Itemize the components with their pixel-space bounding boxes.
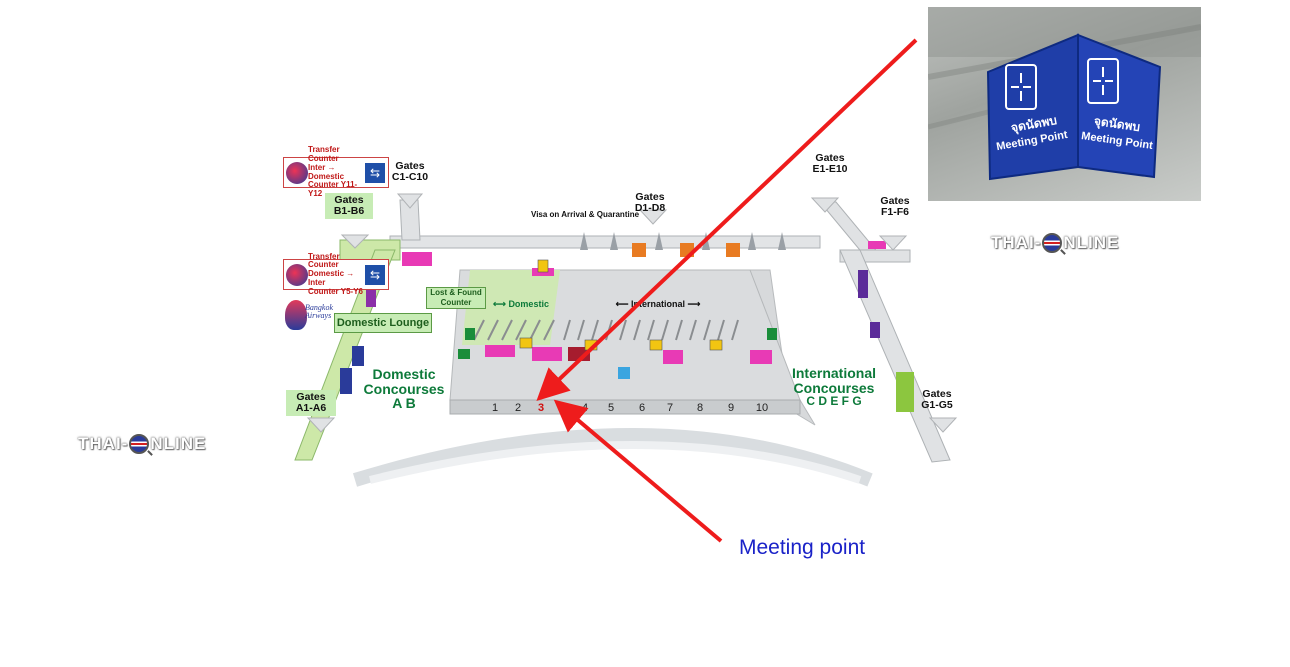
door-number: 7 (666, 402, 674, 414)
watermark-globe-icon (1042, 233, 1063, 253)
airline-logo-icon (286, 161, 308, 184)
block-purple-1 (366, 285, 376, 307)
block-magenta-4 (532, 347, 562, 361)
door-number: 2 (514, 402, 522, 414)
transfer-icon: ⇆ (365, 162, 385, 183)
block-blue-2 (352, 346, 364, 366)
domestic-bays (473, 319, 555, 341)
block-magenta-5 (663, 350, 683, 364)
door-number: 5 (607, 402, 615, 414)
block-lime (896, 372, 914, 412)
transfer-icon: ⇆ (365, 264, 385, 285)
terminal-map (270, 150, 960, 540)
info-icon (618, 367, 630, 379)
block-magenta-7 (868, 241, 886, 249)
block-blue-1 (340, 368, 352, 394)
watermark-globe-icon (129, 434, 150, 454)
airline-logo-icon (286, 263, 308, 286)
door-number-active: 3 (537, 402, 545, 414)
meeting-point-label: Meeting point (739, 536, 866, 559)
block-green-1 (458, 349, 470, 359)
block-purple-3 (870, 322, 880, 338)
block-purple-2 (858, 270, 868, 298)
restroom-icon-right (767, 328, 777, 340)
domestic-direction-arrow: ⟷ Domestic (493, 299, 549, 309)
pier-g (839, 249, 951, 463)
block-magenta-3 (485, 345, 515, 357)
door-number: 4 (581, 402, 589, 414)
block-magenta-6 (750, 350, 772, 364)
top-connector (389, 235, 821, 249)
watermark-left: THAI-NLINE (78, 434, 207, 454)
door-number: 8 (696, 402, 704, 414)
visa-label: Visa on Arrival & Quarantine (531, 210, 640, 219)
watermark-right: THAI-NLINE (991, 233, 1120, 253)
meeting-point-sign-photo: จุดนัดพบ Meeting Point จุดนัดพบ Meeting … (928, 7, 1201, 201)
terminal-map-graphic (294, 193, 958, 487)
international-direction-arrow: ⟵ International ⟶ (615, 299, 701, 309)
sign-graphic (928, 7, 1201, 181)
domestic-zone (462, 270, 560, 345)
restroom-icon-left (465, 328, 475, 340)
door-number: 9 (727, 402, 735, 414)
door-number: 6 (638, 402, 646, 414)
domestic-lounge-label: Domestic Lounge (334, 313, 432, 333)
door-number: 1 (491, 402, 499, 414)
door-number: 10 (755, 402, 769, 414)
block-magenta-1 (402, 252, 432, 266)
